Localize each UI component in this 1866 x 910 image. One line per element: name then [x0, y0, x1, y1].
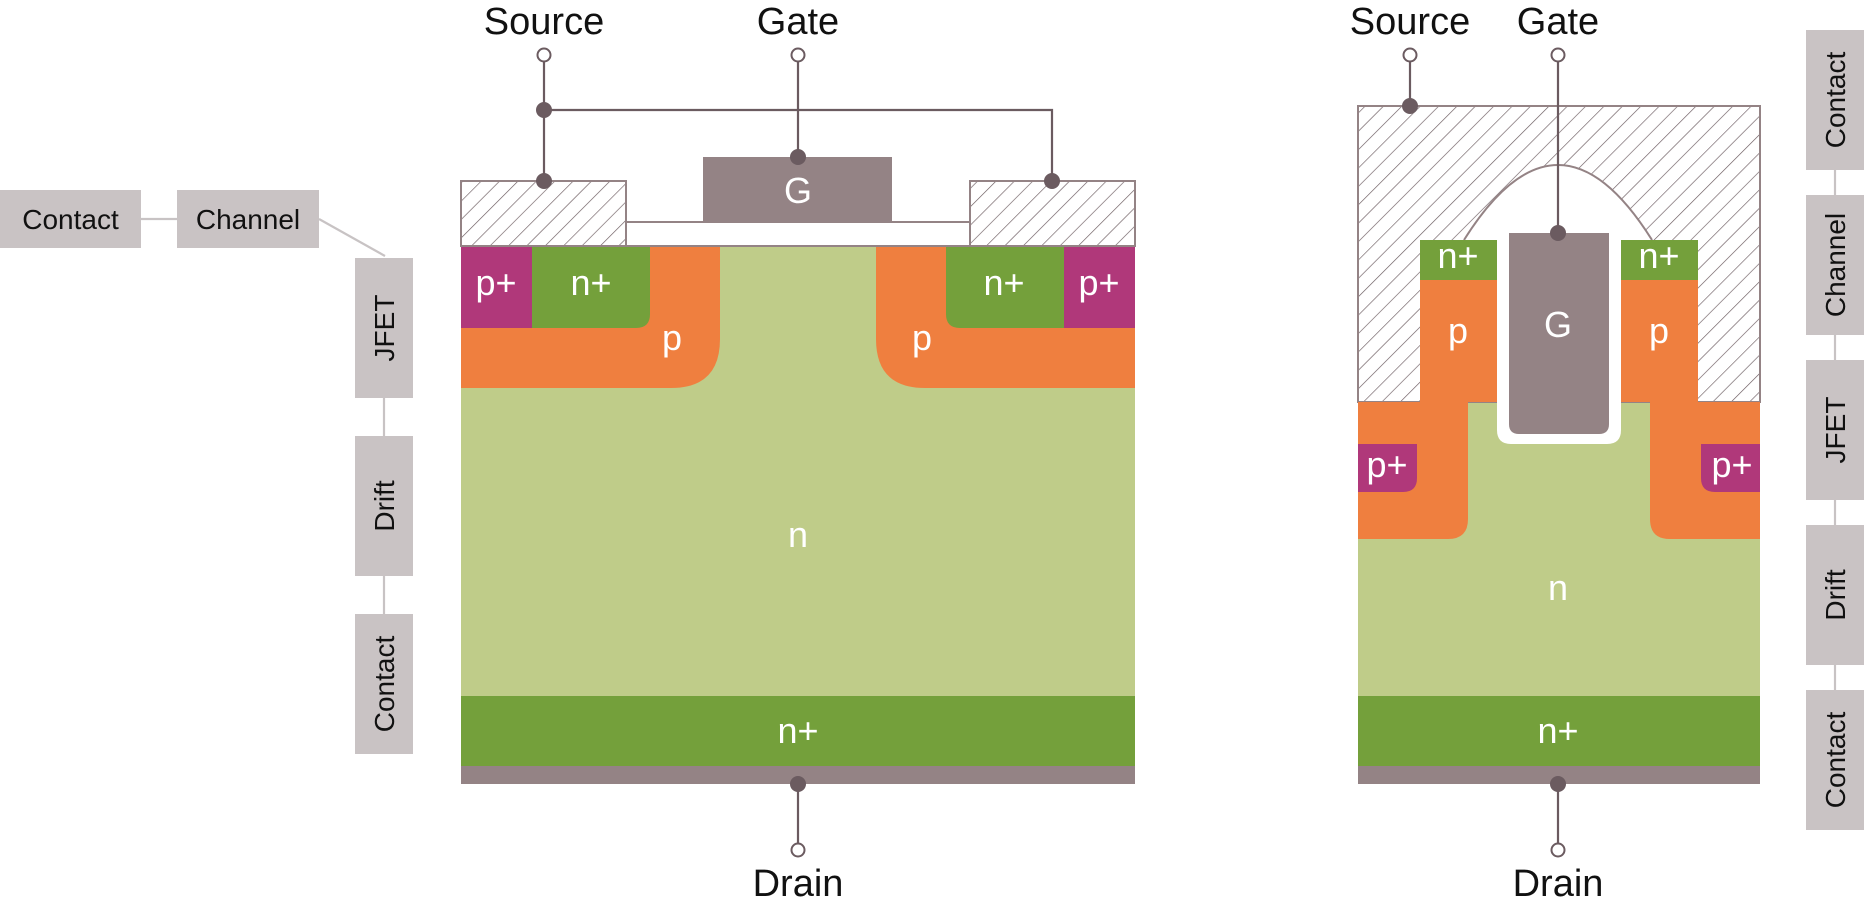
right-contact-top-label: Contact	[1820, 52, 1851, 149]
right-contact-top-box	[1806, 30, 1864, 170]
planar-gate-contact-icon	[790, 149, 806, 165]
trench-n-plus-left	[1420, 240, 1497, 280]
left-layer-labels: Contact Channel JFET Drift Contact	[0, 190, 413, 754]
trench-gate-terminal-icon	[1550, 47, 1566, 63]
planar-drain-contact-icon	[790, 776, 806, 792]
drift-label: Drift	[369, 480, 400, 532]
contact-bottom-box	[355, 614, 413, 754]
right-channel-box	[1806, 195, 1864, 335]
right-drift-label: Drift	[1820, 569, 1851, 621]
trench-n-plus-right-label: n+	[1638, 235, 1679, 276]
planar-n-drift-label: n	[788, 514, 808, 555]
trench-p-plus-left	[1358, 444, 1417, 492]
trench-gate-label: Gate	[1517, 1, 1599, 43]
trench-n-plus-substrate	[1358, 696, 1760, 766]
trench-p-left-label: p	[1448, 310, 1468, 351]
contact-top-box	[0, 190, 141, 248]
planar-source-metal-left	[460, 180, 627, 247]
right-drift-box	[1806, 525, 1864, 665]
trench-source-contact-icon	[1402, 98, 1418, 114]
planar-n-plus-substrate	[461, 696, 1135, 766]
planar-drain-metal	[461, 766, 1135, 784]
trench-source-label: Source	[1350, 1, 1470, 43]
contact-top-label: Contact	[22, 204, 119, 235]
planar-source-metal-right	[969, 180, 1136, 247]
right-contact-bottom-label: Contact	[1820, 712, 1851, 809]
trench-source-terminal-icon	[1402, 47, 1418, 63]
planar-mosfet: Source Gate Drain G p+ n+ p n+ p+ p n n+	[460, 1, 1136, 905]
planar-gate-region-label: G	[784, 170, 812, 211]
trench-gate-contact-icon	[1550, 225, 1566, 241]
planar-n-plus-right	[946, 246, 1064, 328]
right-jfet-label: JFET	[1820, 397, 1851, 464]
planar-n-plus-substrate-label: n+	[777, 710, 818, 751]
trench-n-drift-label: n	[1548, 567, 1568, 608]
right-contact-bottom-box	[1806, 690, 1864, 830]
trench-drain-contact-icon	[1550, 776, 1566, 792]
planar-source-terminal-icon	[536, 47, 552, 63]
planar-gate-oxide	[625, 221, 971, 247]
planar-p-plus-right	[1064, 246, 1135, 328]
planar-p-plus-left	[461, 246, 532, 328]
trench-p-right-label: p	[1649, 310, 1669, 351]
channel-box	[177, 190, 319, 248]
right-channel-label: Channel	[1820, 213, 1851, 317]
trench-drain-metal	[1358, 766, 1760, 784]
planar-gate-terminal-icon	[790, 47, 806, 63]
planar-source-left-contact-icon	[536, 173, 552, 189]
trench-mosfet: Source Gate Drain G n+ n+ p p p+ p+ n n+	[1350, 1, 1761, 905]
planar-n-plus-right-label: n+	[983, 262, 1024, 303]
planar-source-junction-icon	[536, 102, 552, 118]
planar-p-plus-right-label: p+	[1078, 262, 1119, 303]
planar-drain-terminal-icon	[790, 842, 806, 858]
planar-gate-label: Gate	[757, 1, 839, 43]
trench-p-plus-right	[1701, 444, 1760, 492]
planar-source-label: Source	[484, 1, 604, 43]
trench-drain-terminal-icon	[1550, 842, 1566, 858]
trench-p-plus-left-label: p+	[1366, 444, 1407, 485]
channel-label: Channel	[196, 204, 300, 235]
right-layer-labels: Contact Channel JFET Drift Contact	[1806, 30, 1864, 830]
trench-drain-label: Drain	[1513, 863, 1604, 905]
planar-drain-label: Drain	[753, 863, 844, 905]
jfet-box	[355, 258, 413, 398]
drift-box	[355, 436, 413, 576]
planar-source-right-contact-icon	[1044, 173, 1060, 189]
trench-n-plus-left-label: n+	[1437, 235, 1478, 276]
planar-p-right-label: p	[912, 317, 932, 358]
jfet-label: JFET	[369, 295, 400, 362]
trench-n-plus-substrate-label: n+	[1537, 710, 1578, 751]
right-jfet-box	[1806, 360, 1864, 500]
planar-n-plus-left	[532, 246, 650, 328]
planar-p-plus-left-label: p+	[475, 262, 516, 303]
planar-gate	[703, 157, 892, 222]
planar-n-plus-left-label: n+	[570, 262, 611, 303]
contact-bottom-label: Contact	[369, 636, 400, 733]
planar-p-left-label: p	[662, 317, 682, 358]
trench-p-plus-right-label: p+	[1711, 444, 1752, 485]
trench-gate	[1509, 233, 1609, 434]
trench-gate-region-label: G	[1544, 304, 1572, 345]
trench-n-plus-right	[1621, 240, 1698, 280]
